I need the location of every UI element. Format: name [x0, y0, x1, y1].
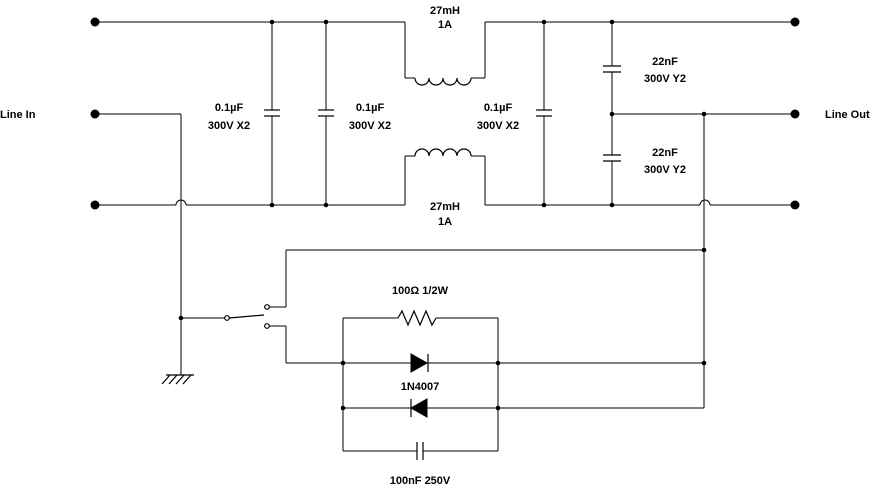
snubber-capacitor	[343, 442, 498, 460]
terminal-out-bottom	[790, 200, 800, 210]
terminal-in-top	[90, 17, 100, 27]
y-cap-top-value: 22nF	[652, 56, 678, 68]
terminal-out-earth	[790, 109, 800, 119]
diode-forward	[343, 353, 704, 373]
line-out-label: Line Out	[825, 109, 870, 121]
y-cap-top-rating: 300V Y2	[644, 73, 686, 85]
inductor-bottom	[405, 148, 485, 157]
x-cap-1-rating: 300V X2	[208, 120, 250, 132]
inductor-bottom-rating: 1A	[438, 216, 452, 228]
ground-select-switch	[224, 249, 704, 364]
inductor-top-rating: 1A	[438, 19, 452, 31]
x-cap-2-value: 0.1µF	[356, 102, 385, 114]
terminal-in-bottom	[90, 200, 100, 210]
bottom-rail	[95, 156, 795, 206]
line-in-label: Line In	[0, 109, 36, 121]
x-capacitor-2	[318, 22, 334, 205]
y-capacitor-top	[603, 22, 621, 155]
x-capacitor-1	[264, 22, 280, 205]
top-rail	[95, 21, 795, 78]
x-cap-3-rating: 300V X2	[477, 120, 519, 132]
junction-dots	[178, 19, 707, 411]
y-cap-bottom-rating: 300V Y2	[644, 164, 686, 176]
x-cap-1-value: 0.1µF	[215, 102, 244, 114]
x-cap-3-value: 0.1µF	[484, 102, 513, 114]
terminal-out-top	[790, 17, 800, 27]
ground-icon	[161, 374, 194, 385]
y-capacitor-bottom	[603, 154, 621, 205]
earth-wiring	[95, 113, 225, 375]
terminals-line-out	[790, 17, 800, 210]
x-cap-2-rating: 300V X2	[349, 120, 391, 132]
diode-label: 1N4007	[401, 381, 440, 393]
inductor-top	[405, 77, 485, 86]
terminal-in-earth	[90, 109, 100, 119]
terminals-line-in	[90, 17, 100, 210]
x-capacitor-3	[536, 22, 552, 205]
inductor-bottom-value: 27mH	[430, 201, 460, 213]
y-cap-bottom-value: 22nF	[652, 147, 678, 159]
inductor-top-value: 27mH	[430, 5, 460, 17]
snubber-cap-label: 100nF 250V	[390, 475, 451, 487]
resistor-branch	[342, 309, 499, 451]
diode-reverse	[343, 398, 704, 418]
resistor-label: 100Ω 1/2W	[392, 285, 449, 297]
